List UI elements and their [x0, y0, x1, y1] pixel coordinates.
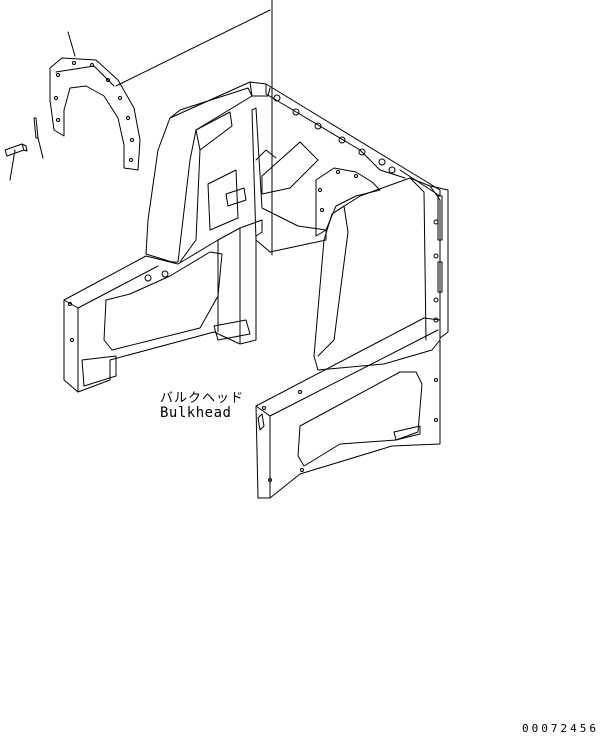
right-arch-plate — [315, 167, 381, 237]
left-fender-panel — [145, 87, 253, 263]
bulkhead-label-japanese: バルクヘッド — [160, 391, 245, 406]
rear-arch-plate — [49, 57, 141, 171]
bulkhead-label-english: Bulkhead — [160, 405, 232, 421]
center-bracket — [207, 107, 327, 253]
drawing-number: 00072456 — [522, 722, 599, 735]
right-fender-panel — [313, 177, 441, 371]
leader-lines — [9, 0, 273, 256]
top-plate — [169, 81, 441, 197]
left-frame — [63, 219, 263, 393]
right-side-plate — [429, 185, 449, 339]
right-frame — [255, 317, 441, 499]
bolt-and-pin — [4, 117, 39, 157]
